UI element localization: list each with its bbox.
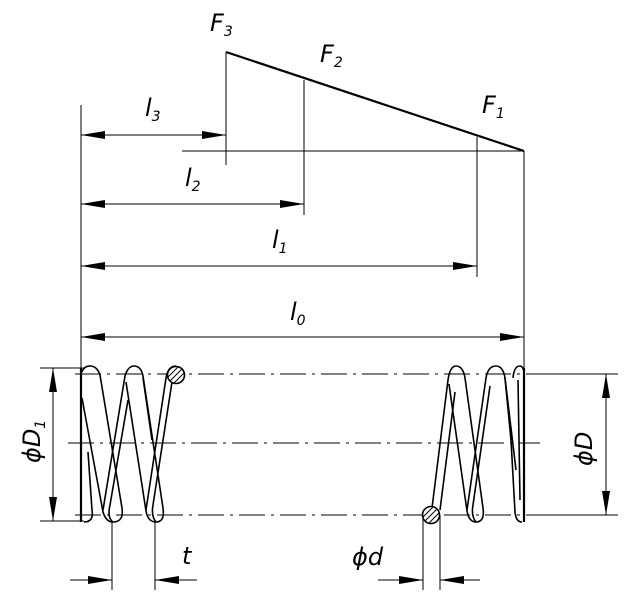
pitch-label: t — [182, 542, 193, 570]
d-dimension — [526, 373, 618, 516]
l2-label: l2 — [185, 164, 201, 195]
f3-label: F3 — [210, 9, 233, 40]
l0-dimension — [81, 333, 524, 341]
d-label: ϕD — [570, 432, 598, 466]
wire-diameter-label: ϕd — [352, 543, 384, 571]
left-coils — [81, 365, 177, 523]
center-lines — [68, 373, 540, 516]
f2-label: F2 — [320, 40, 343, 71]
l1-dimension — [81, 262, 477, 270]
wire-section-bottom — [421, 505, 441, 525]
f1-label: F1 — [482, 91, 505, 122]
force-line — [225, 50, 525, 153]
l3-label: l3 — [145, 94, 161, 125]
force-diagram — [80, 50, 525, 370]
l1-label: l1 — [272, 226, 288, 257]
pitch-dimension — [70, 522, 197, 590]
d1-dimension — [40, 367, 84, 522]
l0-label: l0 — [290, 298, 306, 329]
l3-dimension — [81, 131, 226, 139]
wire-section-top — [166, 365, 186, 385]
right-coils — [430, 365, 525, 523]
wire-diameter-dimension — [378, 515, 480, 590]
d1-label: ϕD1 — [18, 420, 49, 463]
l2-dimension — [81, 200, 304, 208]
